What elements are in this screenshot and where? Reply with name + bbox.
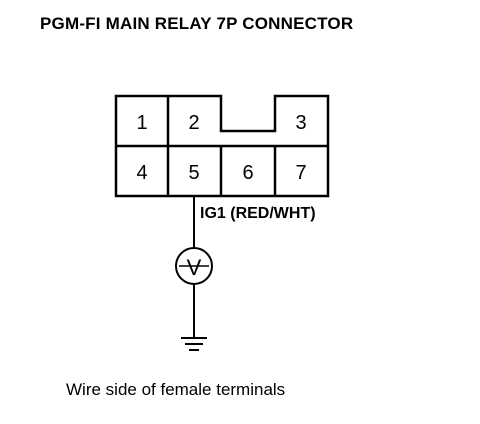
voltmeter-icon: V bbox=[175, 247, 213, 285]
pin-4-label: 4 bbox=[136, 162, 147, 184]
voltmeter-symbol: V bbox=[187, 255, 202, 280]
pin-3-label: 3 bbox=[295, 112, 306, 134]
wire-label: IG1 (RED/WHT) bbox=[200, 205, 316, 222]
pin-7-label: 7 bbox=[295, 162, 306, 184]
pin-2-label: 2 bbox=[188, 112, 199, 134]
ground-icon bbox=[181, 337, 207, 351]
pin-5-label: 5 bbox=[188, 162, 199, 184]
connector-outline bbox=[114, 94, 330, 198]
pin-1-label: 1 bbox=[136, 112, 147, 134]
pin-6-label: 6 bbox=[242, 162, 253, 184]
caption: Wire side of female terminals bbox=[66, 380, 286, 399]
diagram-title: PGM-FI MAIN RELAY 7P CONNECTOR bbox=[40, 14, 354, 33]
pin-numbers: 1 2 3 4 5 6 7 bbox=[136, 112, 306, 184]
